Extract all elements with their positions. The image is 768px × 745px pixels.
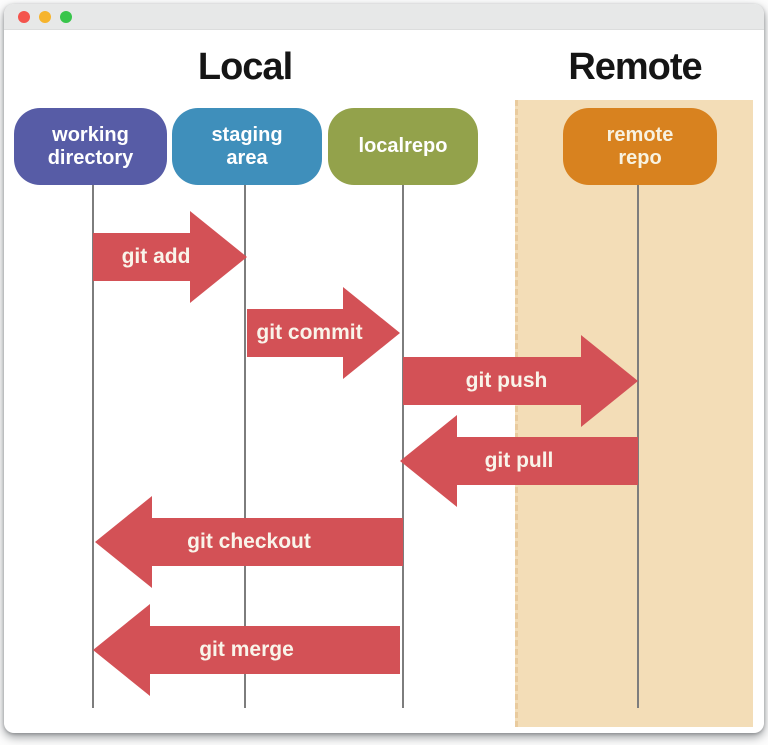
node-localrepo: localrepo — [328, 108, 478, 185]
node-localrepo-label: localrepo — [358, 135, 448, 157]
arrow-label-git-add: git add — [121, 245, 191, 268]
arrow-label-git-commit: git commit — [256, 321, 363, 344]
arrow-git-push — [403, 335, 638, 427]
minimize-button[interactable] — [39, 10, 51, 23]
remote-zone-background — [515, 100, 753, 727]
zoom-button[interactable] — [60, 10, 72, 23]
lifeline-localrepo — [402, 185, 404, 708]
lifeline-staging-area — [244, 185, 246, 708]
node-staging-area-label: staging area — [211, 123, 283, 169]
arrow-label-git-push: git push — [465, 369, 548, 392]
arrow-git-add — [93, 211, 247, 303]
app-window: Local Remote git add git commit git push… — [4, 4, 764, 733]
arrow-label-git-checkout: git checkout — [187, 530, 311, 553]
node-remote-repo: remote repo — [563, 108, 717, 185]
node-remote-repo-label: remote repo — [606, 123, 674, 169]
arrow-label-git-pull: git pull — [484, 449, 554, 472]
command-arrows — [93, 211, 638, 696]
arrow-git-merge — [93, 604, 400, 696]
local-section-header: Local — [197, 46, 293, 88]
arrow-git-commit — [247, 287, 400, 379]
arrow-git-pull — [400, 415, 638, 507]
close-button[interactable] — [18, 10, 30, 23]
node-staging-area: staging area — [172, 108, 322, 185]
node-working-directory-label: working directory — [47, 123, 134, 169]
lifeline-working-directory — [92, 185, 94, 708]
titlebar — [4, 4, 764, 30]
node-working-directory: working directory — [14, 108, 167, 185]
arrow-git-checkout — [95, 496, 403, 588]
remote-section-header: Remote — [568, 46, 702, 88]
diagram-canvas: Local Remote git add git commit git push… — [4, 30, 764, 732]
arrow-label-git-merge: git merge — [199, 638, 294, 661]
